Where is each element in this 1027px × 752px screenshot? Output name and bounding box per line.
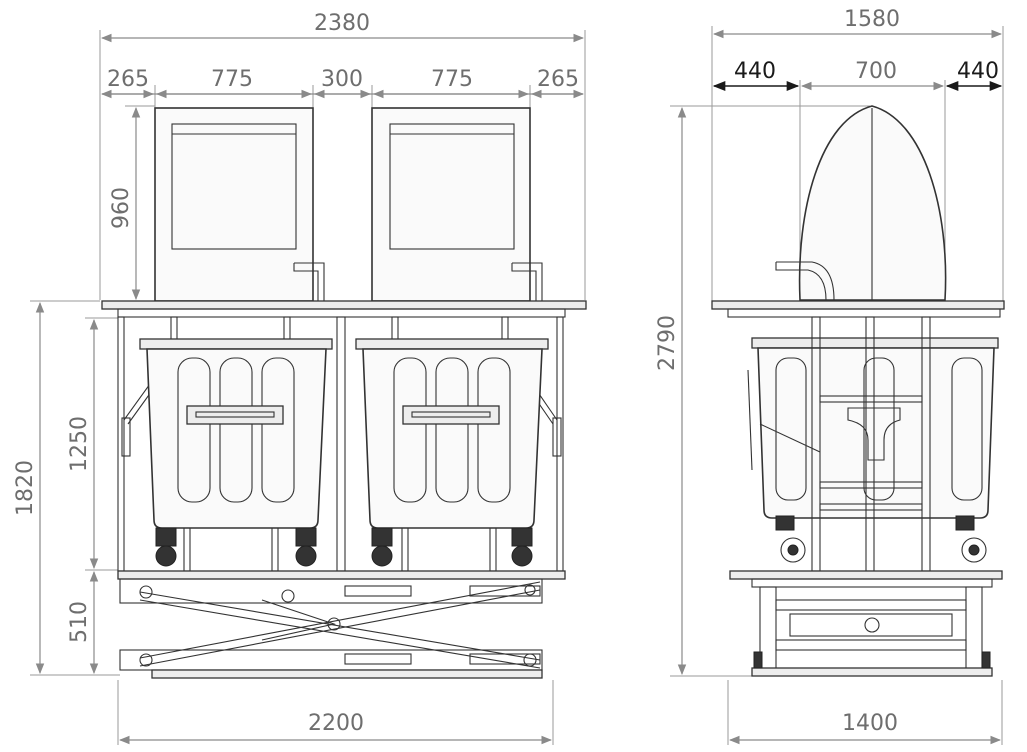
dim-side-overall-width: 1580 (844, 7, 900, 32)
side-frame (811, 316, 931, 572)
dim-frame-height: 1250 (67, 416, 92, 472)
dim-front-seg-2: 775 (211, 67, 253, 92)
dim-side-total-height: 2790 (655, 315, 680, 371)
dim-side-seg-left: 440 (734, 59, 776, 84)
dim-side-seg-middle: 700 (855, 59, 897, 84)
side-bin (747, 337, 999, 519)
side-lift (729, 570, 1003, 677)
side-wheels (775, 515, 987, 563)
front-cabinet-left (154, 107, 325, 302)
side-hood (775, 105, 947, 301)
front-scissor-lift (117, 570, 566, 679)
dim-front-overall-width: 2380 (314, 11, 370, 36)
front-worktop (101, 300, 587, 310)
front-dimension-lines (35, 33, 585, 745)
front-dimension-labels: 2380 265 775 300 775 265 960 1820 1250 5… (13, 11, 579, 736)
side-view: 1580 440 700 440 2790 1400 (655, 7, 1005, 745)
dim-front-seg-4: 775 (431, 67, 473, 92)
dim-front-base-width: 2200 (308, 711, 364, 736)
front-bin-right (355, 338, 549, 567)
dim-front-seg-3: 300 (321, 67, 363, 92)
side-dimension-lines (677, 29, 1003, 745)
dim-cabinet-height: 960 (109, 187, 134, 229)
dim-lift-height: 510 (67, 601, 92, 643)
dim-side-seg-right: 440 (957, 59, 999, 84)
front-extension-lines (30, 30, 586, 745)
front-view: 2380 265 775 300 775 265 960 1820 1250 5… (13, 11, 587, 745)
dim-front-seg-1: 265 (107, 67, 149, 92)
side-worktop (711, 300, 1005, 310)
dim-front-seg-5: 265 (537, 67, 579, 92)
dim-side-base-width: 1400 (842, 711, 898, 736)
front-bin-left (139, 338, 333, 567)
front-cabinet-right (371, 107, 543, 302)
dim-front-total-height: 1820 (13, 460, 38, 516)
side-dimension-labels: 1580 440 700 440 2790 1400 (655, 7, 999, 736)
